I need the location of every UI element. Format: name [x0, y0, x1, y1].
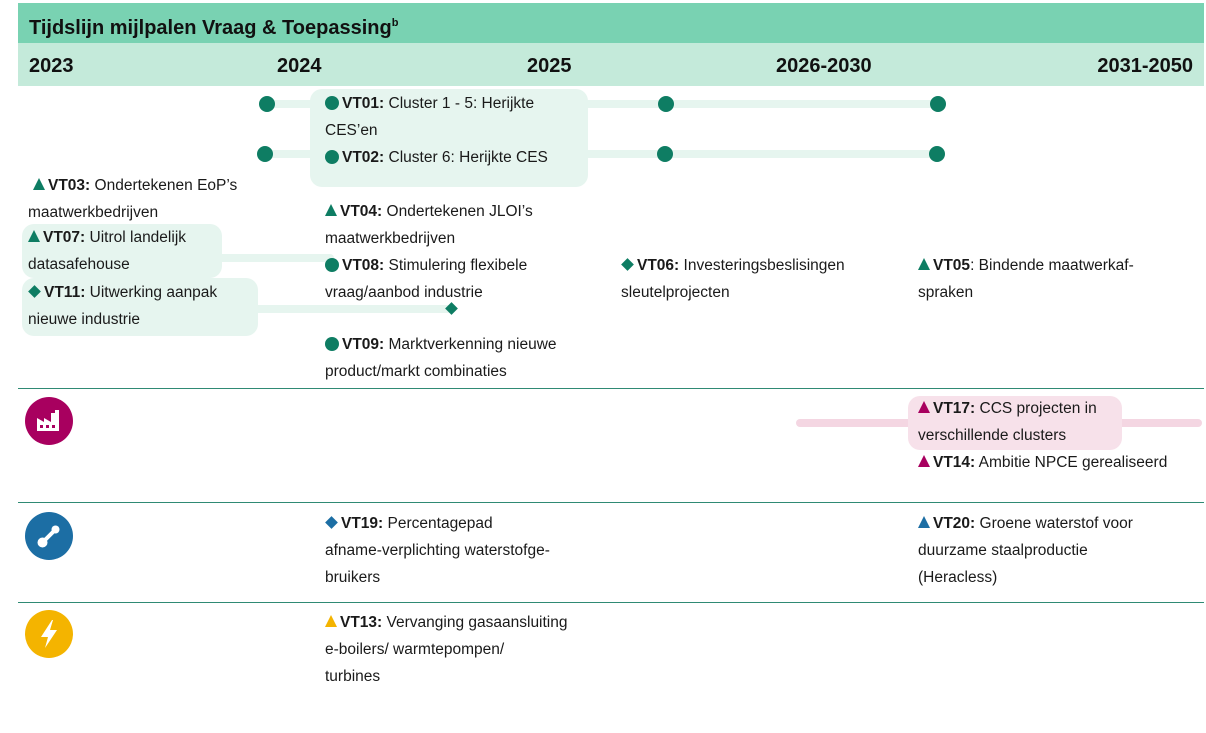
vt11-timeline-bar: [240, 305, 452, 313]
milestone-vt05: VT05: Bindende maatwerkaf- spraken: [918, 257, 1134, 301]
vt07-timeline-bar: [200, 254, 334, 262]
milestone-vt08: VT08: Stimulering flexibele vraag/aanbod…: [325, 257, 528, 301]
section-divider: [18, 602, 1204, 603]
triangle-icon: [918, 401, 930, 413]
section-divider: [18, 388, 1204, 389]
title-text: Tijdslijn mijlpalen Vraag & Toepassing: [29, 17, 392, 39]
diamond-icon: [325, 516, 338, 529]
milestone-vt02: VT02: Cluster 6: Herijkte CES: [325, 144, 548, 171]
triangle-icon: [325, 615, 337, 627]
lightning-icon: [25, 610, 73, 658]
title-footnote-marker: b: [391, 17, 399, 29]
vt02-timeline-bar: [266, 150, 938, 158]
vt11-band: [22, 278, 258, 336]
milestone-vt20: VT20: Groene waterstof voor duurzame sta…: [918, 515, 1133, 586]
vt01-timeline-bar: [268, 100, 938, 108]
milestone-vt11: VT11: Uitwerking aanpak nieuwe industrie: [28, 284, 218, 328]
circle-icon: [325, 150, 339, 164]
triangle-icon: [918, 516, 930, 528]
vt01-marker-2024: [259, 96, 275, 112]
vt01-marker-2025: [658, 96, 674, 112]
diamond-icon: [28, 285, 41, 298]
milestone-vt04: VT04: Ondertekenen JLOI’s maatwerkbedrij…: [325, 203, 533, 247]
triangle-icon: [28, 230, 40, 242]
year-2031-2050: 2031-2050: [1097, 55, 1193, 77]
milestone-vt07: VT07: Uitrol landelijk datasafehouse: [28, 229, 187, 273]
milestone-vt13: VT13: Vervanging gasaansluiting e-boiler…: [325, 614, 568, 685]
triangle-icon: [33, 178, 45, 190]
year-2026-2030: 2026-2030: [776, 55, 872, 77]
triangle-icon: [918, 258, 930, 270]
triangle-icon: [918, 455, 930, 467]
circle-icon: [325, 337, 339, 351]
milestone-vt03: VT03: Ondertekenen EoP’s maatwerkbedrijv…: [28, 177, 238, 221]
milestone-vt17: VT17: CCS projecten in verschillende clu…: [918, 400, 1097, 444]
page-title: Tijdslijn mijlpalen Vraag & Toepassingb: [18, 3, 1204, 43]
hydrogen-molecule-icon: [25, 512, 73, 560]
milestone-vt09: VT09: Marktverkenning nieuwe product/mar…: [325, 336, 557, 380]
circle-icon: [325, 96, 339, 110]
vt01-marker-2030: [930, 96, 946, 112]
milestone-vt14: VT14: Ambitie NPCE gerealiseerd: [918, 449, 1167, 476]
milestone-vt01: VT01: Cluster 1 - 5: Herijkte CES’en: [325, 95, 535, 139]
vt17-band: [908, 396, 1122, 450]
factory-icon: [25, 397, 73, 445]
year-2024: 2024: [277, 55, 322, 77]
milestone-vt19: VT19: Percentagepad afname-verplichting …: [325, 515, 550, 586]
year-2023: 2023: [29, 55, 74, 77]
circle-icon: [325, 258, 339, 272]
vt02-marker-2024: [257, 146, 273, 162]
year-header: 2023 2024 2025 2026-2030 2031-2050: [18, 43, 1204, 86]
diamond-icon: [621, 258, 634, 271]
vt02-marker-2025: [657, 146, 673, 162]
triangle-icon: [325, 204, 337, 216]
year-2025: 2025: [527, 55, 572, 77]
vt02-marker-2030: [929, 146, 945, 162]
milestone-vt06: VT06: Investeringsbeslisingen sleutelpro…: [621, 257, 845, 301]
section-divider: [18, 502, 1204, 503]
vt07-band: [22, 224, 222, 278]
